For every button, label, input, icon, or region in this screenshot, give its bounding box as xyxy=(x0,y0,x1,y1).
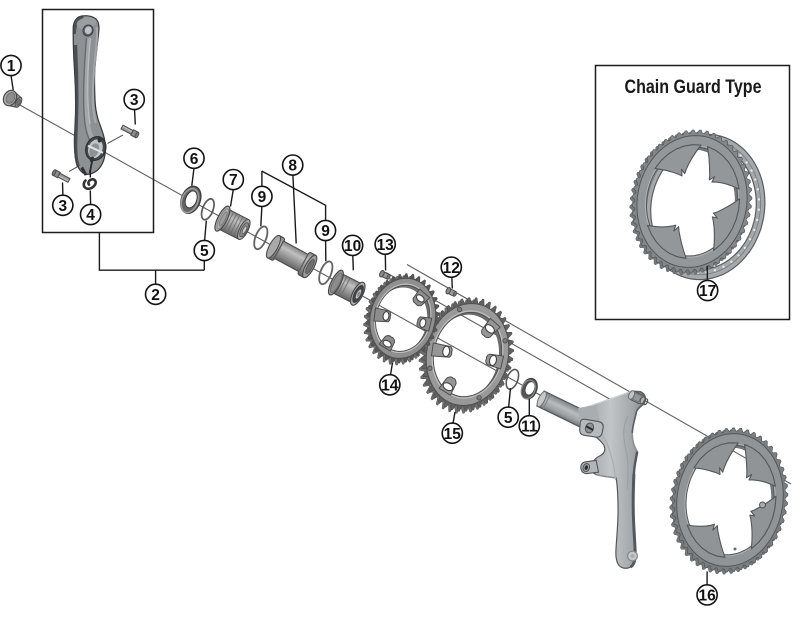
svg-text:15: 15 xyxy=(444,426,462,443)
svg-text:5: 5 xyxy=(504,410,513,427)
svg-text:9: 9 xyxy=(321,223,330,240)
svg-text:5: 5 xyxy=(200,243,209,260)
svg-text:1: 1 xyxy=(7,58,16,75)
svg-text:8: 8 xyxy=(288,158,297,175)
svg-text:6: 6 xyxy=(190,151,199,168)
svg-text:Chain Guard Type: Chain Guard Type xyxy=(625,76,762,98)
svg-text:14: 14 xyxy=(381,377,399,394)
svg-text:3: 3 xyxy=(130,92,139,109)
svg-text:16: 16 xyxy=(698,588,716,605)
svg-text:12: 12 xyxy=(443,260,460,277)
svg-text:3: 3 xyxy=(58,198,67,215)
svg-text:10: 10 xyxy=(344,238,361,255)
svg-text:7: 7 xyxy=(229,172,238,189)
svg-text:13: 13 xyxy=(377,237,395,254)
svg-text:17: 17 xyxy=(699,283,716,300)
svg-text:4: 4 xyxy=(86,207,95,224)
svg-text:11: 11 xyxy=(521,418,538,435)
svg-text:2: 2 xyxy=(151,287,160,304)
svg-text:9: 9 xyxy=(258,189,267,206)
